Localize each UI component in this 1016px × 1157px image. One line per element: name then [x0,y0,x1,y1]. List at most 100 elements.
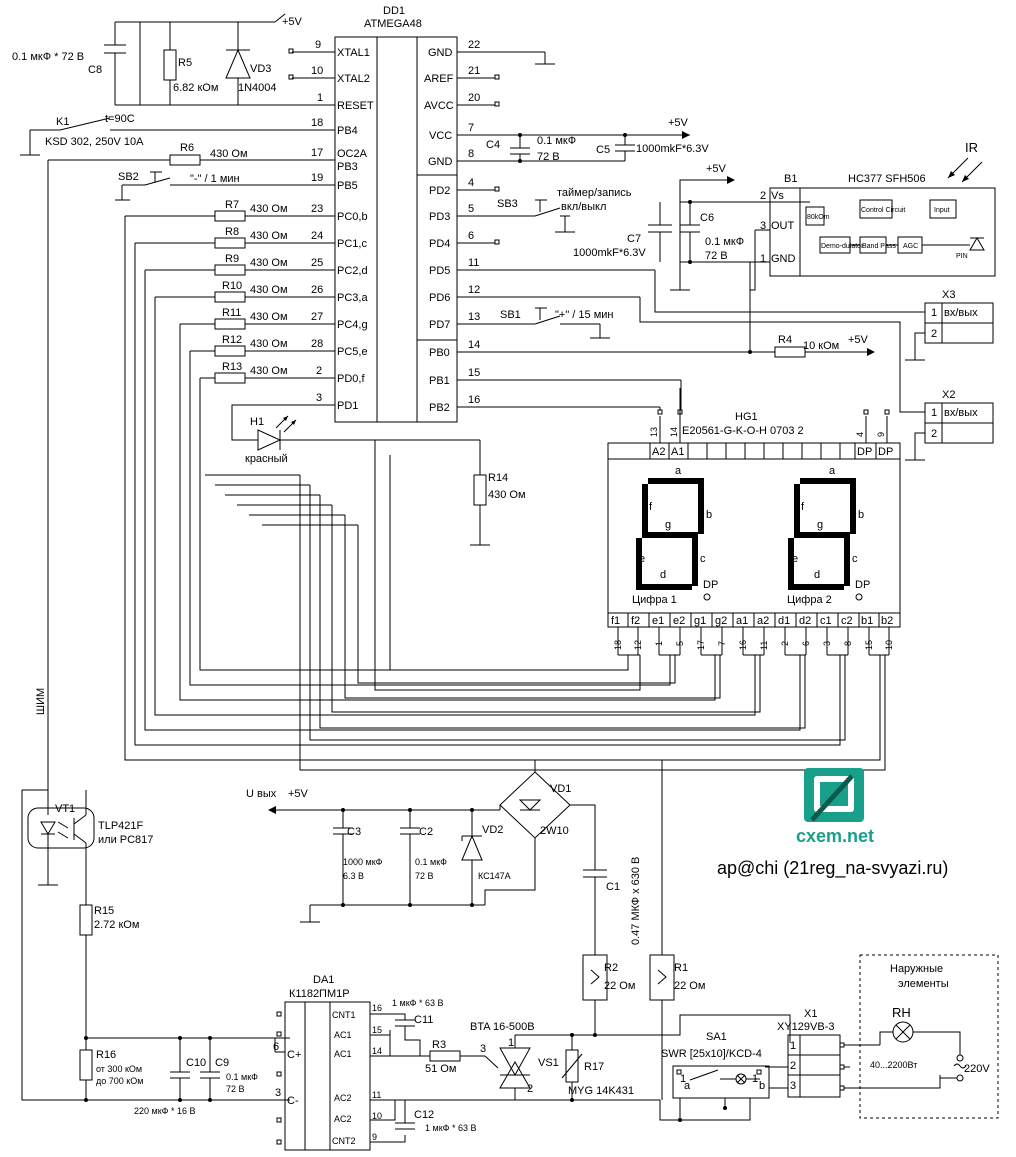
c3-value: 1000 мкФ [343,857,383,867]
k1-part: KSD 302, 250V 10A [45,136,144,148]
c12-value: 1 мкФ * 63 В [425,1123,477,1133]
c8-value: 0.1 мкФ * 72 В [12,51,84,63]
mcu-ref: DD1 [383,5,405,17]
k1-thermal-switch: K1 t=90C KSD 302, 250V 10A [20,113,160,156]
mcu-pin-num: 13 [468,311,480,323]
display-bottom-pin: 7 [717,641,727,646]
da1-part: К1182ПМ1Р [289,988,350,1000]
mcu-pin-num: 15 [468,367,480,379]
mcu-pin-num: 24 [311,230,323,242]
display-hg1: HG1 E20561-G-K-O-H 0703 2 A2 A1 DP DP 13… [607,380,901,656]
display-bottom-label: e1 [652,615,664,627]
mcu-pin-label: GND [428,47,453,59]
display-bottom-pin: 16 [738,640,748,650]
mcu-pin-num: 11 [468,257,479,269]
r6-ref: R6 [180,142,194,154]
watermark-author: ap@chi (21reg_na-svyazi.ru) [717,858,948,879]
x1-pin: 1 [790,1040,796,1052]
c2-voltage: 72 В [415,871,434,881]
segment-resistors: R7 430 Ом R8 430 Ом R9 430 Ом R10 430 Ом… [125,199,300,384]
psu-supply: +5V [288,788,309,800]
seg-letter: c [700,553,706,565]
display-part: E20561-G-K-O-H 0703 2 [682,425,804,437]
resistor-ref: R7 [225,199,239,211]
display-bottom-label: a2 [757,615,769,627]
seg-letter: f [649,501,653,513]
display-bottom-label: f2 [631,615,640,627]
mcu-pin-label: PB3 [337,161,358,173]
display-bottom-pin: 18 [613,640,623,650]
r1-ref: R1 [674,962,688,974]
ir-num-vs: 2 [760,190,766,202]
mcu-pin-label: PB4 [337,125,358,137]
c5-value: 1000mkF*6.3V [636,143,709,155]
resistor-ref: R12 [222,334,242,346]
ir-receiver: +5V B1 HC377 SFH506 IR Vs 2 OUT 3 GND 1 … [679,140,996,291]
ir-num-out: 3 [760,220,766,232]
r5-value: 6.82 кОм [173,82,218,94]
seg-letter: e [792,553,798,565]
mcu-pin-label: PD4 [429,238,450,250]
ir-pin-out: OUT [771,220,795,232]
resistor-value: 430 Ом [250,257,288,269]
ir-pin-gnd: GND [771,253,796,265]
vd1-ref: VD1 [550,783,571,795]
r4-supply: +5V [848,334,869,346]
seg-letter: c [852,553,858,565]
resistor-ref: R9 [225,253,239,265]
vt1-part-2: или PC817 [98,834,153,846]
x1-pin: 3 [790,1080,796,1092]
mcu-pin-label: RESET [337,100,374,112]
c10-ref: C10 [186,1057,206,1069]
switch-sa1: SA1 SWR [25x10]/KCD-4 a 1 b 1 [640,1014,791,1122]
ext-rh: RH [892,1005,911,1020]
x2-pin2: 2 [931,428,937,440]
mcu-pin-label: PD1 [337,400,358,412]
reset-network: +5V 0.1 мкФ * 72 В C8 R5 6.82 кОм VD3 1N… [12,13,303,106]
r16-ref: R16 [96,1049,116,1061]
display-bottom-label: g2 [715,615,727,627]
ir-block-pullup: 80kOm [807,214,830,221]
mcu-pin-num: 3 [316,392,322,404]
display-bottom-pin: 15 [864,640,874,650]
vd3-ref: VD3 [250,63,271,75]
h1-ref: H1 [250,416,264,428]
sb2-button: SB2 "-" / 1 мин [115,171,240,201]
da1-pin-num: 3 [275,1087,281,1099]
sb3-label-1: таймер/запись [557,187,632,199]
c2-ref: C2 [419,826,433,838]
x3-ref: X3 [942,289,955,301]
mcu-pin-label: VCC [429,130,452,142]
x1-ref: X1 [804,1008,817,1020]
r4-value: 10 кОм [803,340,839,352]
sa1-part: SWR [25x10]/KCD-4 [661,1048,762,1060]
sb1-button: SB1 "+" / 15 мин [500,307,613,339]
display-top-pin: 14 [669,427,679,437]
mcu-pin-label: PB2 [429,402,450,414]
mcu-pin-num: 25 [311,257,323,269]
psu-u-out: U вых [246,788,277,800]
da1-pin-label: AC1 [334,1049,352,1059]
display-bottom-label: c1 [820,615,832,627]
r4-pullup: R4 10 кОм +5V [748,262,875,358]
resistor-ref: R11 [222,307,241,319]
c9-ref: C9 [215,1057,229,1069]
r17-ref: R17 [584,1061,604,1073]
da1-pin-label: CNT1 [332,1010,356,1020]
c5-ref: C5 [596,144,610,156]
mcu-pin-num: 27 [311,311,323,323]
seg-letter: DP [703,579,718,591]
triac-part: BTA 16-500B [470,1021,535,1033]
r5-ref: R5 [178,57,192,69]
c10-value: 220 мкФ * 16 В [134,1106,196,1116]
display-bottom-pins: f1 f2 e1 e2 g1 g2 a1 a2 d1 d2 c1 c2 b1 b… [607,612,901,656]
display-bottom-pin: 6 [801,641,811,646]
mcu-pin-label: PC2,d [337,265,368,277]
x2-pin1: 1 [931,407,937,419]
mcu-pin-num: 19 [311,172,323,184]
cxem-logo-icon [804,768,864,822]
display-bottom-pin: 10 [884,640,894,650]
ir-block-input: Input [934,207,950,214]
display-bottom-pin: 17 [696,640,706,650]
digit-1-label: Цифра 1 [632,594,677,606]
